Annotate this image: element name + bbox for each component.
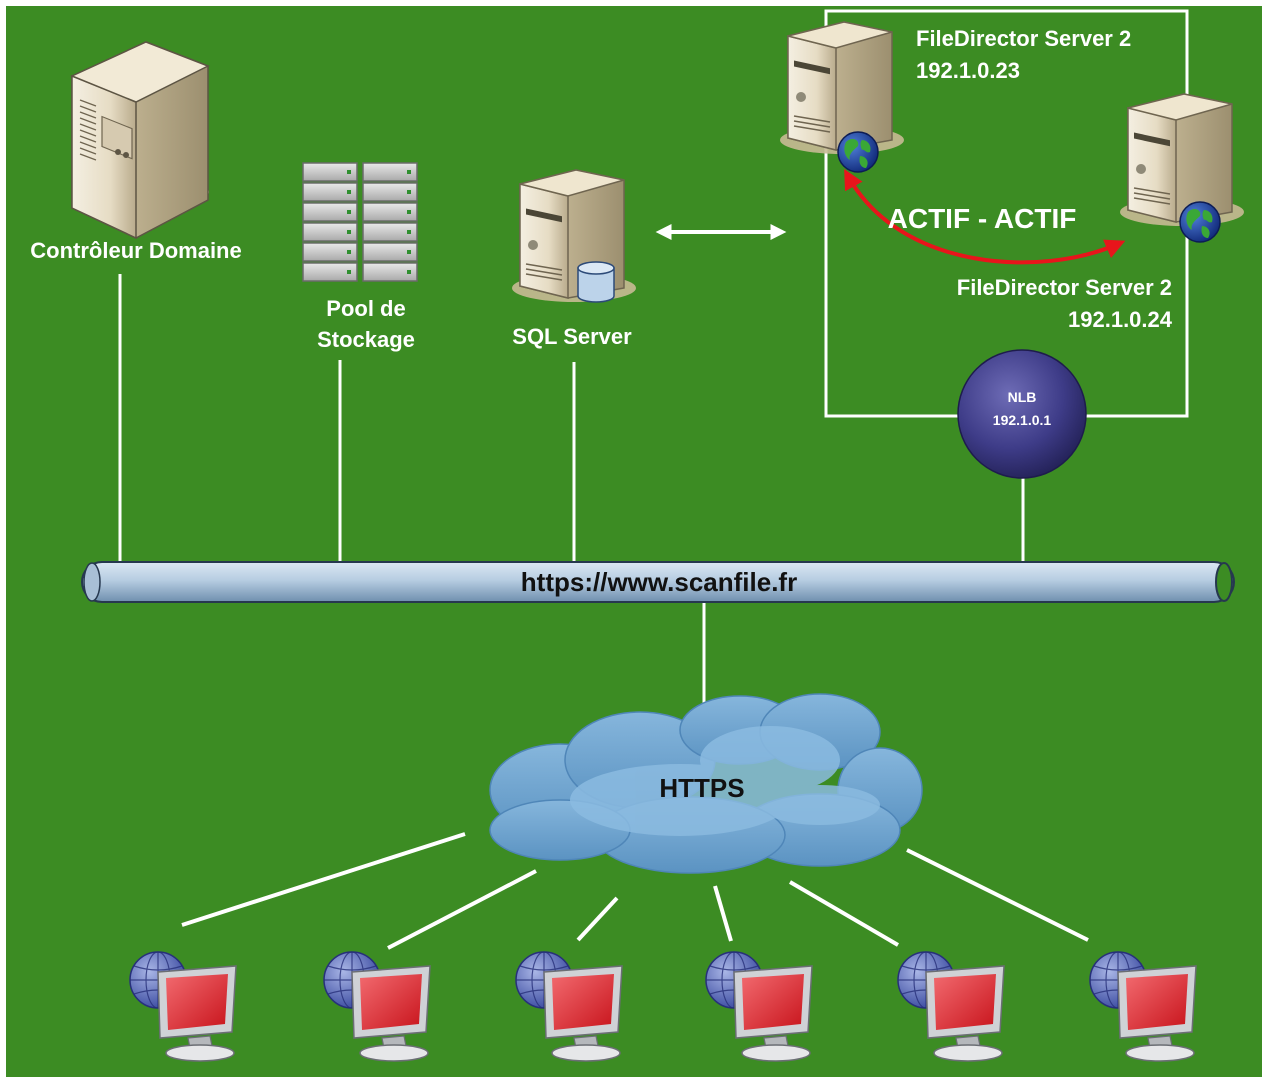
storage-pool-label-line1: Pool de: [326, 296, 405, 321]
sql-server-node[interactable]: SQL Server: [511, 169, 637, 349]
active-active-arrow: [844, 169, 1126, 265]
domain-controller-node[interactable]: Contrôleur Domaine: [30, 41, 242, 263]
filedirector-server-1[interactable]: FileDirector Server 2 192.1.0.23: [779, 21, 1131, 173]
database-server-icon: [511, 169, 637, 303]
cloud-label: HTTPS: [659, 773, 744, 803]
client-links: [181, 832, 1089, 950]
tower-server-icon: [70, 41, 210, 240]
server-1-ip: 192.1.0.23: [916, 58, 1020, 83]
storage-pool-node[interactable]: Pool de Stockage: [302, 162, 418, 352]
nlb-node[interactable]: NLB 192.1.0.1: [957, 349, 1087, 479]
https-cloud: HTTPS: [489, 693, 923, 874]
server-2-name: FileDirector Server 2: [957, 275, 1172, 300]
nlb-ip: 192.1.0.1: [993, 412, 1052, 428]
network-url: https://www.scanfile.fr: [521, 567, 797, 597]
filedirector-server-2[interactable]: FileDirector Server 2 192.1.0.24: [957, 93, 1245, 332]
connector-lines: [118, 274, 1025, 714]
sql-server-label: SQL Server: [512, 324, 632, 349]
server-1-name: FileDirector Server 2: [916, 26, 1131, 51]
web-server-icon: [779, 21, 905, 173]
nlb-label: NLB: [1008, 389, 1037, 405]
storage-pool-label-line2: Stockage: [317, 327, 415, 352]
storage-rack-icon: [302, 162, 418, 282]
domain-controller-label: Contrôleur Domaine: [30, 238, 241, 263]
server-2-ip: 192.1.0.24: [1068, 307, 1173, 332]
network-backbone[interactable]: https://www.scanfile.fr: [81, 561, 1235, 603]
active-active-label: ACTIF - ACTIF: [888, 203, 1077, 234]
nlb-sphere: [957, 349, 1087, 479]
web-server-icon: [1119, 93, 1245, 243]
